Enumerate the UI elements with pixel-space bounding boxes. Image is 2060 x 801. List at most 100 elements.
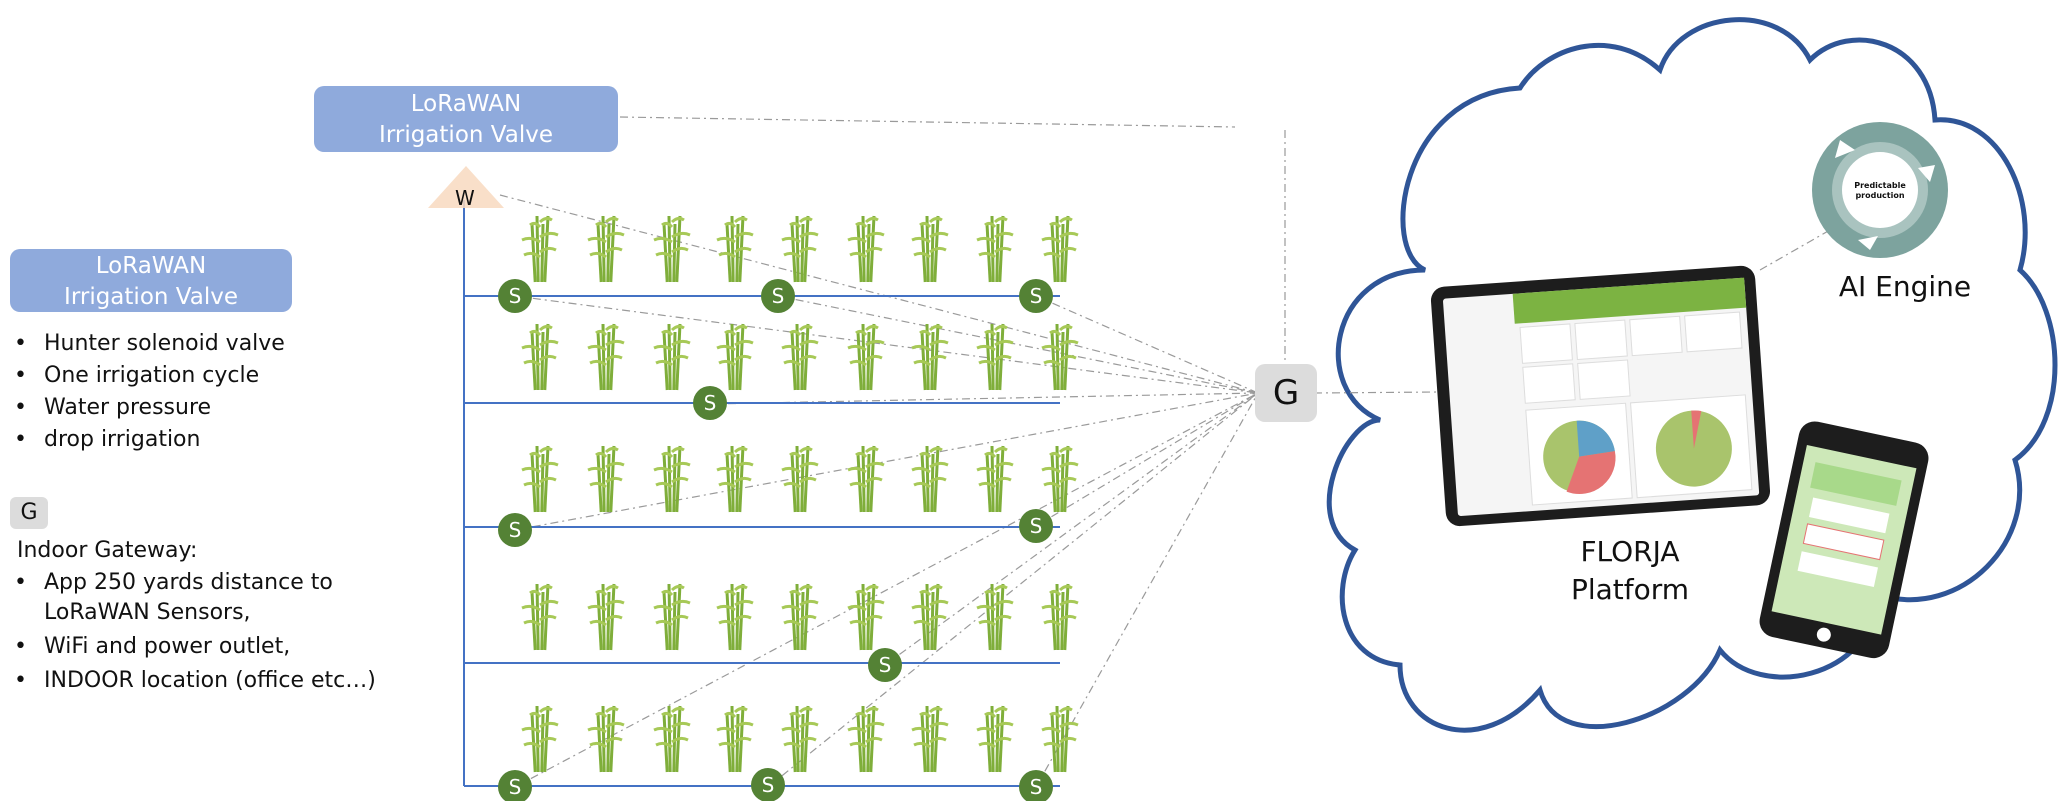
plant-icon [521,323,559,391]
plant-icon [587,323,625,391]
plant-icon [716,583,754,651]
plant-icon [911,323,949,391]
platform-line1: FLORJA [1580,535,1680,568]
gateway-node: G [1255,364,1317,422]
platform-line2: Platform [1570,573,1690,606]
sensor-node: S [693,386,727,420]
plant-icon [781,705,819,773]
gateway-feature-list: App 250 yards distance to LoRaWAN Sensor… [10,568,380,696]
sensor-node: S [498,513,532,547]
sensor-label: S [1030,514,1043,538]
plant-icon [587,705,625,773]
sensor-node: S [761,279,795,313]
plant-icon [847,705,885,773]
soil-sensors: S S S S S S S S S S [498,279,1053,801]
plant-icon [976,323,1014,391]
plant-icon [911,445,949,513]
plant-icon [1041,583,1079,651]
gateway-feature-item: INDOOR location (office etc…) [10,666,380,696]
water-source-triangle [428,166,504,208]
valve-feature-item: Hunter solenoid valve [10,328,285,360]
sensor-label: S [879,653,892,677]
plant-icon [911,215,949,283]
plant-icon [1041,215,1079,283]
plant-icon [653,323,691,391]
plant-rows [521,215,1079,773]
plant-icon [521,215,559,283]
plant-icon [587,215,625,283]
valve-feature-item: One irrigation cycle [10,360,285,392]
plant-icon [521,583,559,651]
irrigation-pipes [463,200,1060,787]
gateway-legend-title: Indoor Gateway: [17,538,198,563]
plant-icon [1041,445,1079,513]
ai-engine-cycle-graphic [1812,122,1948,258]
valve-left-line2: Irrigation Valve [64,284,238,310]
sensor-label: S [1030,775,1043,799]
plant-icon [781,323,819,391]
plant-icon [653,215,691,283]
plant-icon [716,323,754,391]
valve-feature-list: Hunter solenoid valve One irrigation cyc… [10,328,285,456]
tablet-screenshot [1430,265,1771,527]
plant-icon [587,583,625,651]
valve-top-line2: Irrigation Valve [379,122,553,148]
ai-center-line1: Predictable [1854,181,1906,190]
valve-feature-item: Water pressure [10,392,285,424]
sensor-label: S [509,775,522,799]
plant-icon [976,583,1014,651]
plant-icon [587,445,625,513]
wireless-links [499,116,1831,788]
sensor-label: S [772,284,785,308]
sensor-node: S [1019,279,1053,313]
sensor-label: S [704,391,717,415]
water-source-label: W [455,186,475,210]
gateway-feature-item: App 250 yards distance to LoRaWAN Sensor… [10,568,380,628]
valve-top-line1: LoRaWAN [410,91,522,117]
plant-icon [911,705,949,773]
plant-icon [847,445,885,513]
plant-icon [781,215,819,283]
gateway-feature-item: WiFi and power outlet, [10,632,380,662]
plant-icon [716,445,754,513]
sensor-label: S [509,518,522,542]
platform-label: FLORJA Platform [1550,533,1710,609]
valve-top-box: LoRaWAN Irrigation Valve [314,86,618,152]
ai-center-line2: production [1855,191,1905,200]
plant-icon [976,215,1014,283]
sensor-node: S [1019,509,1053,543]
sensor-node: S [498,279,532,313]
plant-icon [716,705,754,773]
phone-screenshot [1759,421,1929,659]
plant-icon [847,583,885,651]
valve-feature-item: drop irrigation [10,424,285,456]
plant-icon [653,445,691,513]
sensor-node: S [868,648,902,682]
ai-engine-center-text: Predictable production [1850,181,1910,201]
plant-icon [976,445,1014,513]
plant-icon [781,583,819,651]
valve-left-box: LoRaWAN Irrigation Valve [10,249,292,312]
sensor-node: S [751,768,785,801]
plant-icon [653,705,691,773]
sensor-label: S [762,773,775,797]
gateway-legend-badge: G [10,497,48,529]
plant-icon [1041,705,1079,773]
plant-icon [716,215,754,283]
plant-icon [911,583,949,651]
ai-engine-label: AI Engine [1838,270,1972,303]
sensor-node: S [498,770,532,801]
plant-icon [521,445,559,513]
sensor-label: S [1030,284,1043,308]
sensor-node: S [1019,770,1053,801]
plant-icon [847,323,885,391]
plant-icon [521,705,559,773]
plant-icon [1041,323,1079,391]
valve-left-line1: LoRaWAN [95,253,207,279]
plant-icon [976,705,1014,773]
sensor-label: S [509,284,522,308]
plant-icon [653,583,691,651]
plant-icon [847,215,885,283]
plant-icon [781,445,819,513]
